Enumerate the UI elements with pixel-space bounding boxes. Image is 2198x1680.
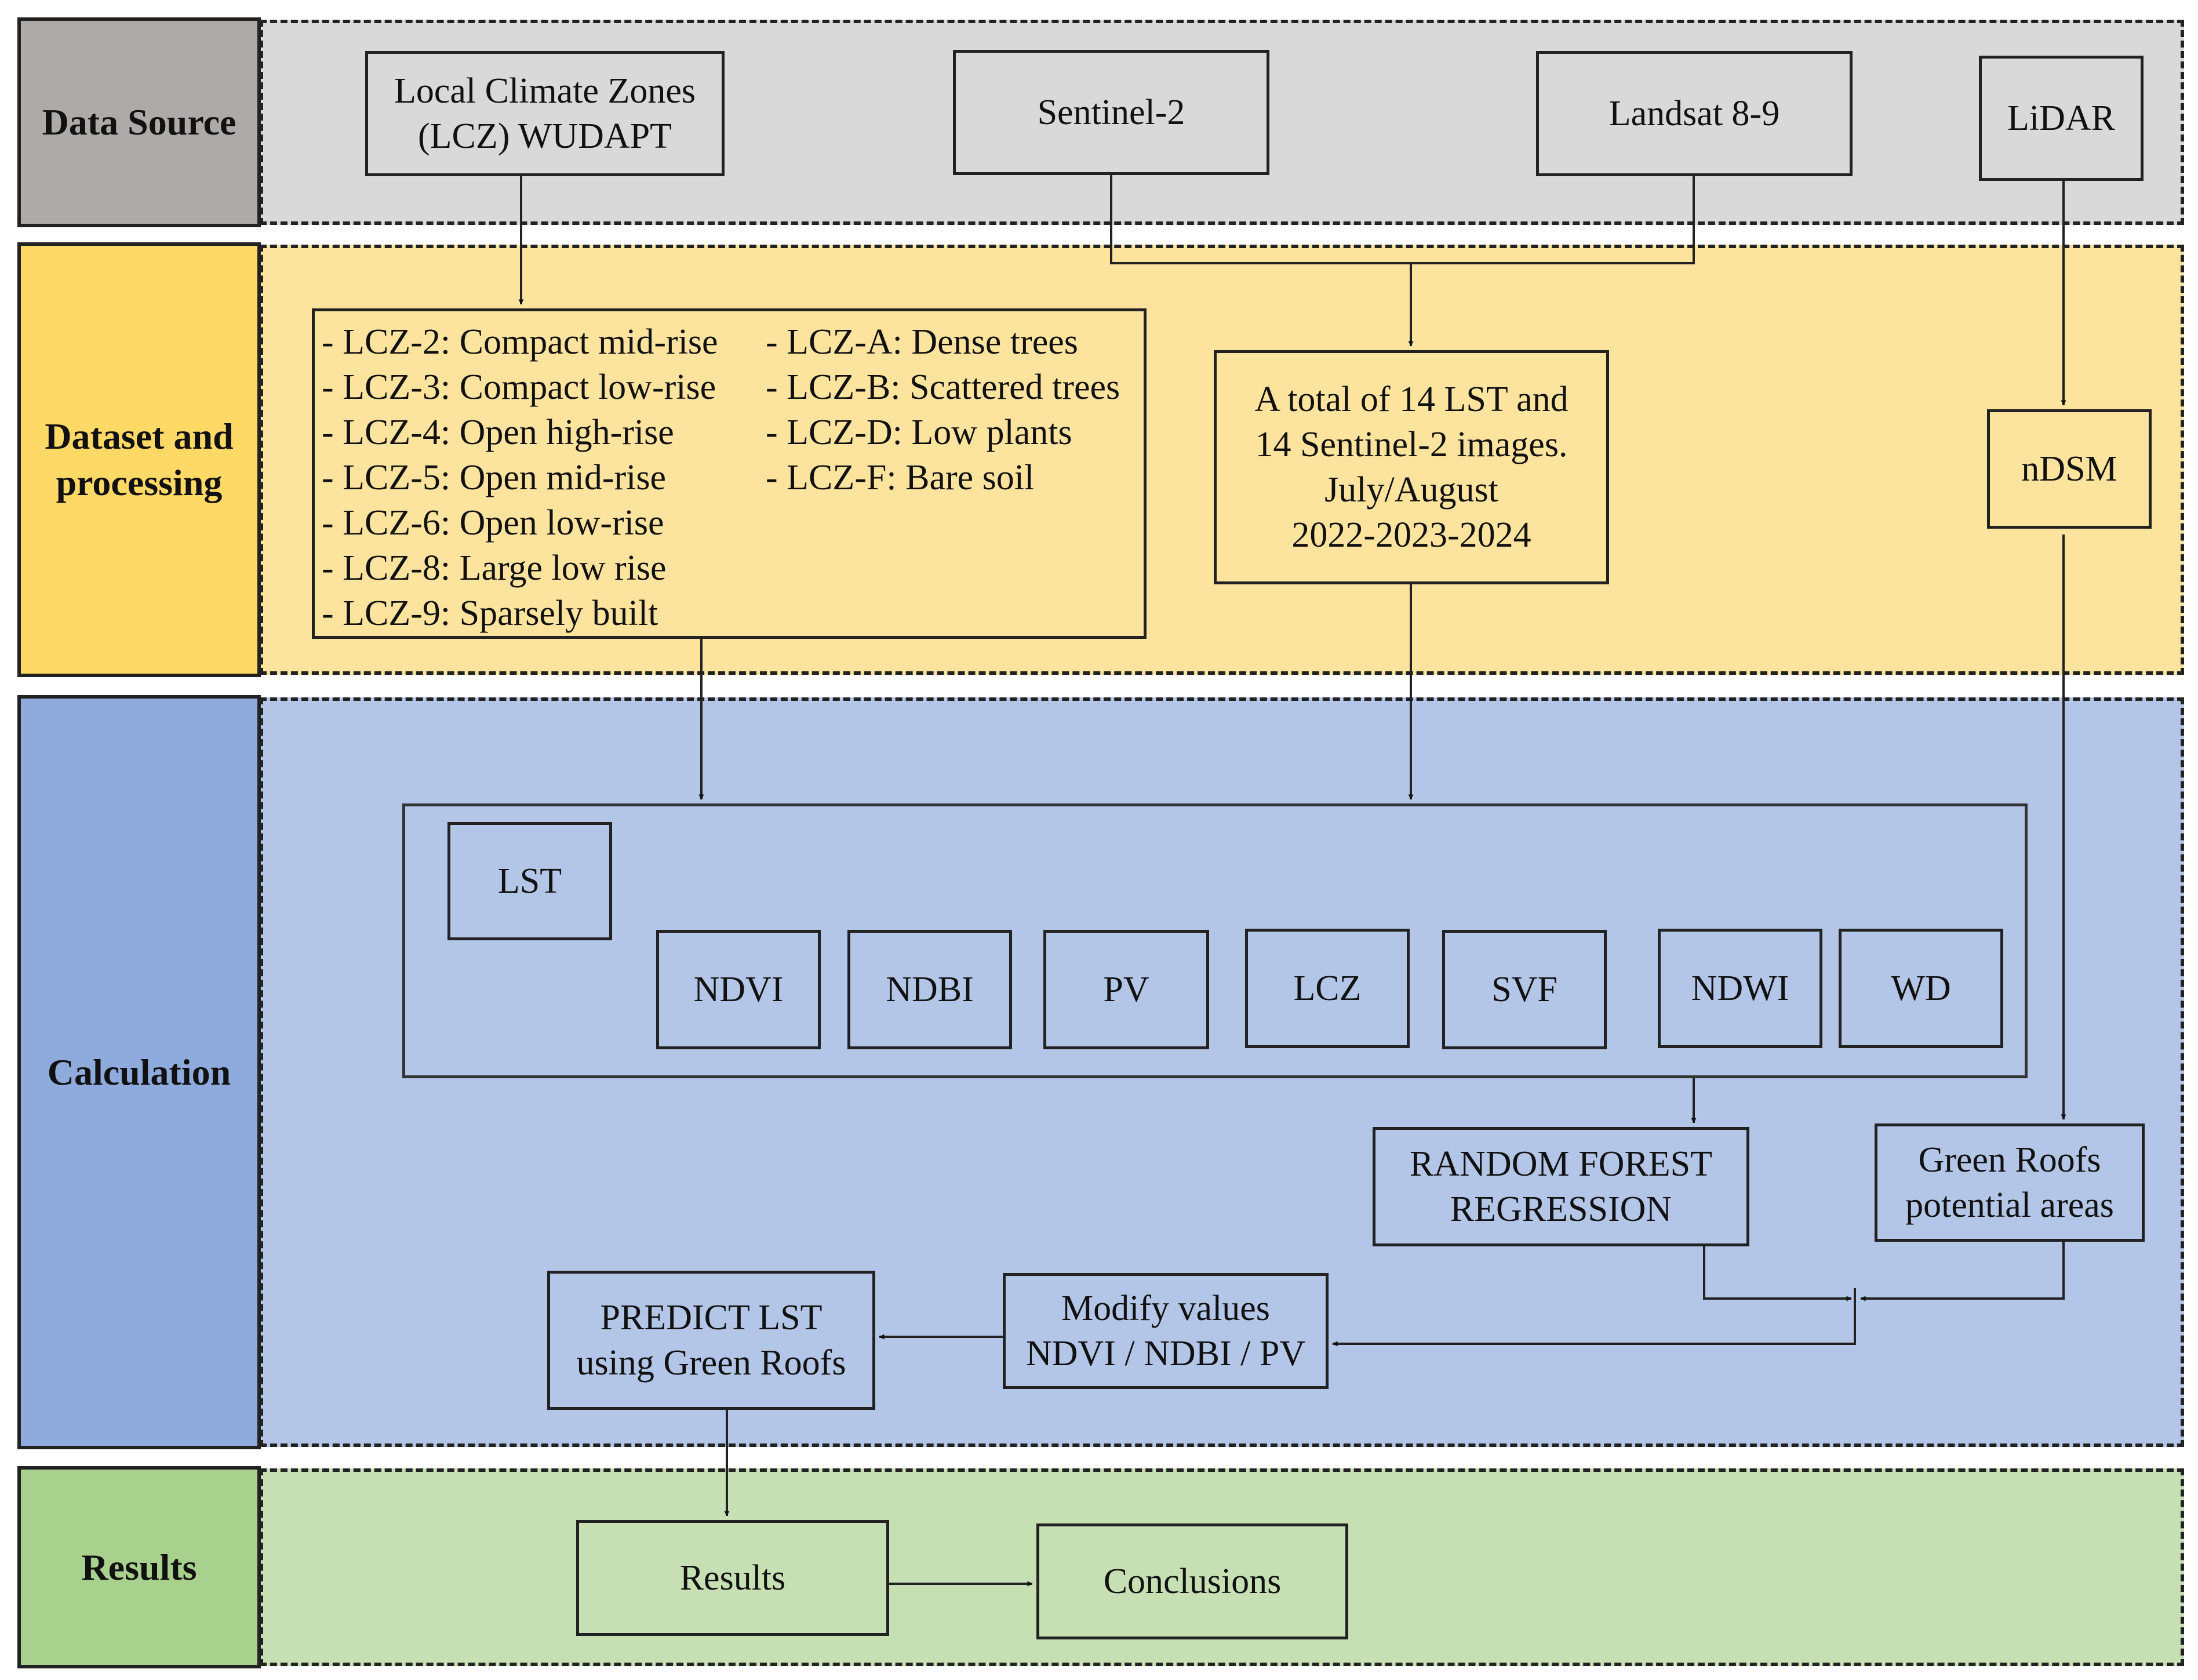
row-label-data-source: Data Source <box>17 17 261 227</box>
predict-lst-box: PREDICT LST using Green Roofs <box>547 1271 875 1410</box>
variables-container <box>402 803 2028 1078</box>
lcz-classes-list: - LCZ-2: Compact mid-rise - LCZ-3: Compa… <box>312 308 1147 639</box>
pv-variable: PV <box>1043 930 1209 1049</box>
lcz-class-item: - LCZ-F: Bare soil <box>766 458 1035 497</box>
lcz-class-item: - LCZ-9: Sparsely built <box>322 594 658 633</box>
svf-variable: SVF <box>1442 930 1607 1049</box>
lcz-class-item: - LCZ-8: Large low rise <box>322 548 667 588</box>
images-summary-box: A total of 14 LST and 14 Sentinel-2 imag… <box>1214 350 1609 584</box>
lcz-land-cover-classes: - LCZ-A: Dense trees - LCZ-B: Scattered … <box>766 319 1120 500</box>
conclusions-box: Conclusions <box>1036 1523 1348 1639</box>
lcz-wudapt-source: Local Climate Zones (LCZ) WUDAPT <box>365 51 725 176</box>
lidar-source: LiDAR <box>1979 56 2144 181</box>
ndwi-variable: NDWI <box>1658 929 1822 1048</box>
green-roofs-box: Green Roofs potential areas <box>1875 1123 2145 1242</box>
lst-variable: LST <box>447 822 612 940</box>
sentinel2-source: Sentinel-2 <box>953 50 1269 175</box>
lcz-built-classes: - LCZ-2: Compact mid-rise - LCZ-3: Compa… <box>322 319 718 636</box>
results-box: Results <box>576 1520 889 1636</box>
lcz-class-item: - LCZ-A: Dense trees <box>766 322 1078 362</box>
landsat-source: Landsat 8-9 <box>1536 51 1853 176</box>
dataset-band <box>260 245 2184 675</box>
lcz-class-item: - LCZ-6: Open low-rise <box>322 503 664 543</box>
modify-values-box: Modify values NDVI / NDBI / PV <box>1003 1273 1329 1389</box>
lcz-class-item: - LCZ-3: Compact low-rise <box>322 368 716 407</box>
lcz-class-item: - LCZ-2: Compact mid-rise <box>322 322 718 362</box>
ndbi-variable: NDBI <box>847 930 1012 1049</box>
ndsm-box: nDSM <box>1987 409 2152 529</box>
row-label-results: Results <box>17 1466 261 1668</box>
ndvi-variable: NDVI <box>656 930 821 1049</box>
lcz-class-item: - LCZ-5: Open mid-rise <box>322 458 667 497</box>
lcz-class-item: - LCZ-D: Low plants <box>766 413 1072 452</box>
lcz-variable: LCZ <box>1245 929 1410 1048</box>
row-label-calculation: Calculation <box>17 695 261 1449</box>
wd-variable: WD <box>1839 929 2003 1048</box>
row-label-dataset: Dataset and processing <box>17 242 261 677</box>
lcz-class-item: - LCZ-4: Open high-rise <box>322 413 674 452</box>
lcz-class-item: - LCZ-B: Scattered trees <box>766 368 1120 407</box>
random-forest-box: RANDOM FOREST REGRESSION <box>1373 1127 1749 1246</box>
